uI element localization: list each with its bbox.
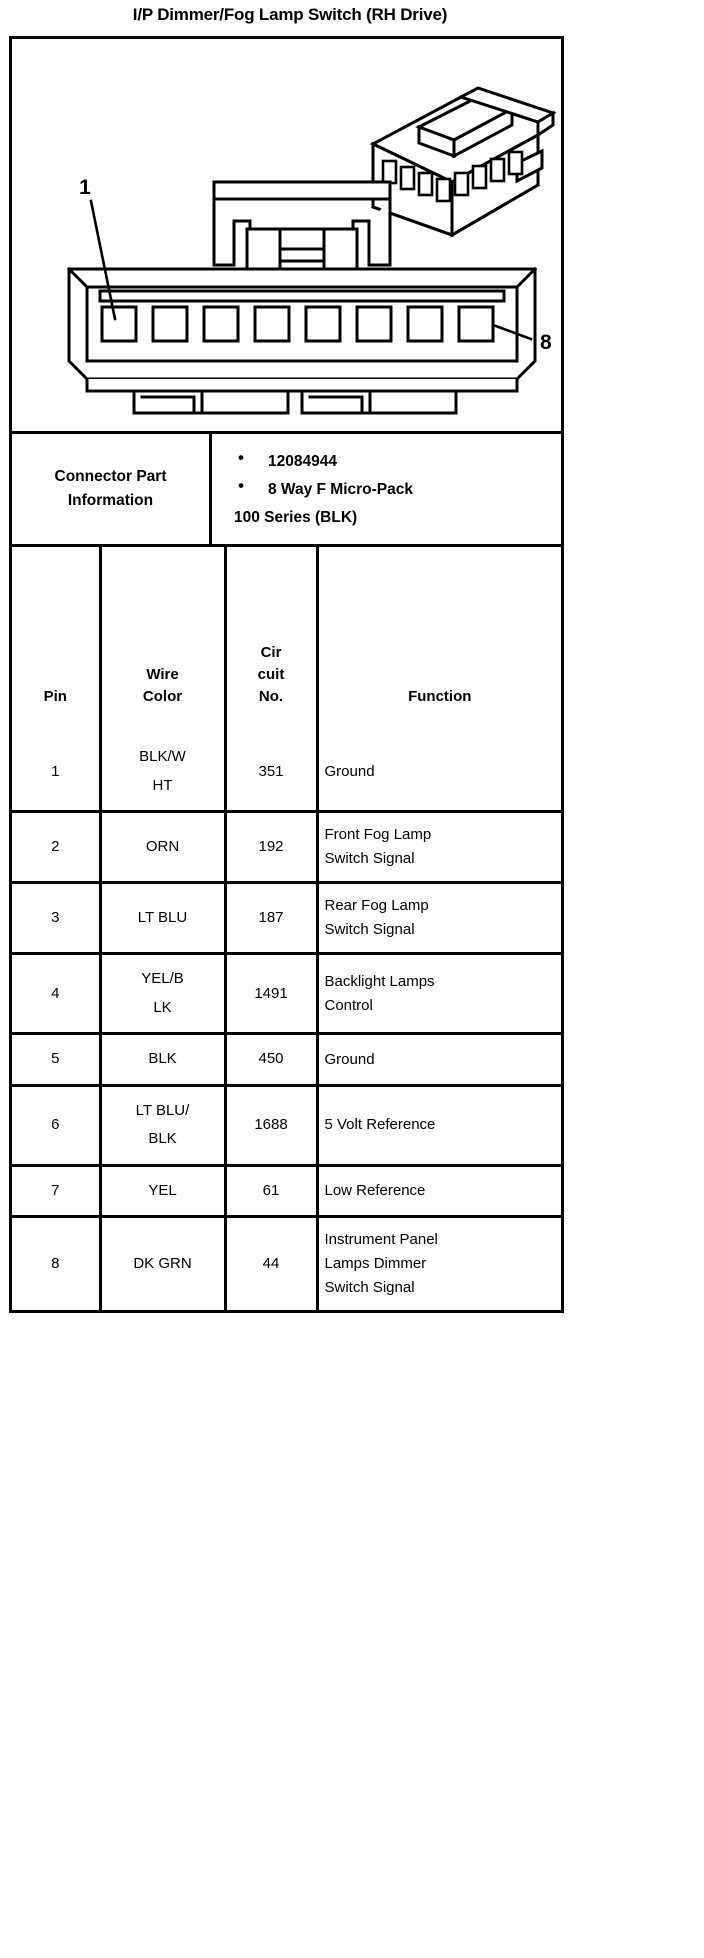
part-info-bullet-list: • 12084944 • 8 Way F Micro-Pack (234, 448, 561, 503)
function-line: Backlight Lamps (324, 972, 435, 990)
cell-pin: 6 (12, 1085, 102, 1167)
cell-pin: 8 (12, 1216, 102, 1311)
wire-color-line: LT BLU (137, 909, 188, 927)
content-frame: 1 8 Connector Part Information • 1208494… (9, 36, 564, 1314)
wire-color-line: YEL (148, 1181, 177, 1199)
connector-part-information-label: Connector Part Information (12, 434, 212, 545)
pin-8-leader-label: 8 (540, 331, 552, 354)
cell-circuit-no: 187 (225, 882, 319, 956)
cell-circuit-no: 351 (225, 733, 319, 814)
page-title: I/P Dimmer/Fog Lamp Switch (RH Drive) (132, 5, 448, 24)
cell-circuit-no: 1491 (225, 953, 319, 1036)
function-line: 5 Volt Reference (324, 1116, 436, 1134)
wire-color-header-line1: Wire (146, 665, 179, 683)
bullet-icon: • (238, 475, 244, 495)
list-item: • 8 Way F Micro-Pack (234, 475, 561, 503)
wire-color-line: YEL/B (141, 970, 184, 988)
cell-function: Ground (317, 733, 561, 814)
cell-wire-color: LT BLU/BLK (100, 1085, 227, 1167)
part-number: 12084944 (268, 453, 337, 470)
cell-circuit-no: 450 (225, 1033, 319, 1087)
cell-pin: 2 (12, 811, 102, 885)
function-line: Ground (324, 1050, 375, 1068)
connector-illustration: 1 8 (66, 86, 557, 415)
cell-pin: 3 (12, 882, 102, 956)
cell-wire-color: YEL (100, 1165, 227, 1219)
wire-color-line: LT BLU/ (135, 1101, 190, 1119)
function-line: Low Reference (324, 1182, 426, 1200)
bullet-icon: • (238, 448, 244, 467)
front-view-connector (66, 180, 538, 415)
connector-part-information-value: • 12084944 • 8 Way F Micro-Pack 100 Seri… (212, 434, 561, 544)
cell-circuit-no: 61 (225, 1165, 319, 1219)
function-line: Rear Fog Lamp (324, 897, 429, 915)
cell-wire-color: LT BLU (100, 882, 227, 956)
circuit-header-line3: No. (258, 687, 284, 705)
function-line: Switch Signal (324, 921, 415, 939)
cell-pin: 7 (12, 1165, 102, 1219)
part-info-label-line1: Connector Part (54, 468, 167, 486)
table-row: 1 BLK/W HT 351 Ground (12, 733, 561, 814)
wire-color-header-line2: Color (142, 687, 183, 705)
cell-wire-color: BLK/W HT (100, 733, 227, 814)
function-line: Ground (324, 762, 375, 780)
cell-wire-color: YEL/B LK (100, 953, 227, 1036)
cell-wire-color: DK GRN (100, 1216, 227, 1311)
cell-circuit-no: 1688 (225, 1085, 319, 1167)
circuit-header-line1: Cir (260, 644, 282, 662)
cell-function: 5 Volt Reference (317, 1085, 561, 1167)
function-line: Instrument Panel (324, 1231, 438, 1249)
cell-pin: 1 (12, 733, 102, 814)
cell-circuit-no: 44 (225, 1216, 319, 1311)
function-line: Switch Signal (324, 850, 415, 868)
connector-part-information-row: Connector Part Information • 12084944 • … (12, 431, 561, 545)
cell-wire-color: BLK (100, 1033, 227, 1087)
table-header-row: Pin Wire Color Cir cuit No. Function (12, 545, 561, 734)
connector-diagram-panel: 1 8 (12, 39, 561, 431)
cell-circuit-no: 192 (225, 811, 319, 885)
function-line: Front Fog Lamp (324, 826, 432, 844)
cell-wire-color: ORN (100, 811, 227, 885)
wire-color-line: BLK/W (139, 748, 186, 766)
part-info-label-line2: Information (67, 492, 154, 510)
wire-color-line: HT (152, 776, 173, 794)
function-line: Switch Signal (324, 1279, 415, 1297)
wire-color-line: LK (153, 998, 172, 1016)
part-description: 8 Way F Micro-Pack (268, 480, 414, 498)
leader-lines (89, 199, 533, 341)
part-description-continuation: 100 Series (BLK) (234, 508, 358, 526)
column-header-function: Function (408, 687, 472, 705)
wire-color-line: BLK (148, 1050, 177, 1068)
list-item: • 12084944 (234, 448, 561, 475)
pin-1-leader-label: 1 (79, 176, 91, 199)
cell-pin: 5 (12, 1033, 102, 1087)
function-line: Lamps Dimmer (324, 1255, 427, 1273)
column-header-wire-color: Wire Color (100, 545, 227, 734)
circuit-header-line2: cuit (257, 665, 285, 683)
cell-function: Ground (317, 1033, 561, 1087)
cell-pin: 4 (12, 953, 102, 1036)
column-header-circuit-no: Cir cuit No. (225, 545, 319, 734)
wire-color-line: ORN (145, 838, 180, 856)
column-header-pin: Pin (12, 545, 102, 734)
wire-color-line: BLK (148, 1130, 177, 1148)
isometric-view-connector (369, 86, 557, 238)
function-line: Control (324, 996, 373, 1014)
table-row: 7 YEL 61 Low Reference (12, 1165, 561, 1219)
table-row: 5 BLK 450 Ground (12, 1033, 561, 1087)
cell-function: Low Reference (317, 1165, 561, 1219)
wire-color-line: DK GRN (133, 1255, 192, 1273)
